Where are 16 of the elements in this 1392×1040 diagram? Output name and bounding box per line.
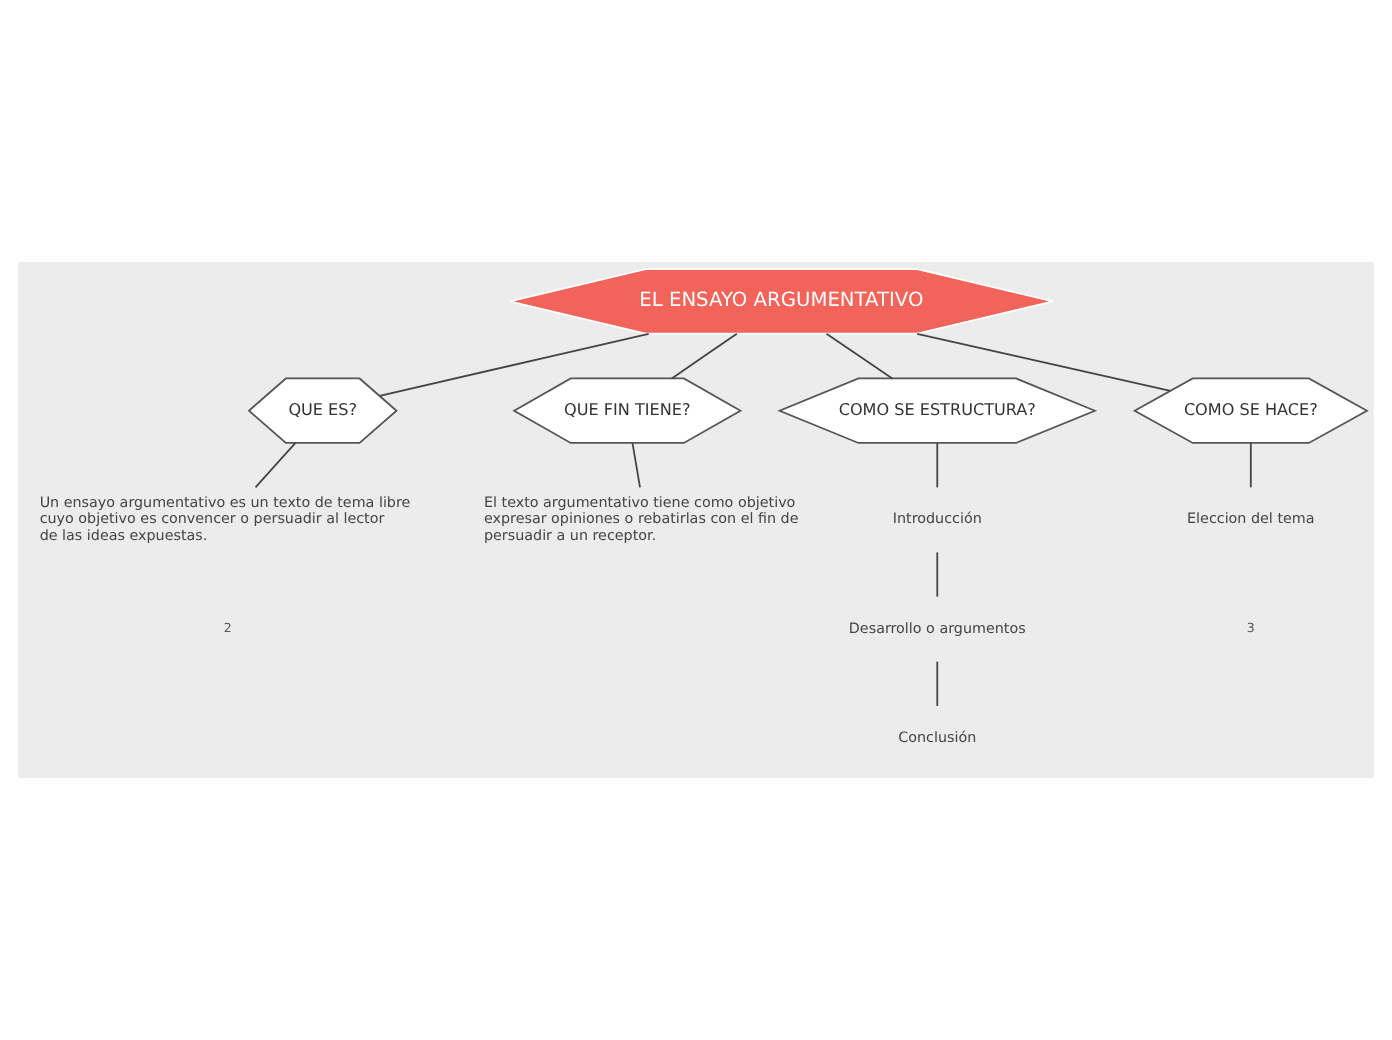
connector: [936, 660, 939, 707]
connector: [1249, 442, 1252, 489]
node-text: Conclusión: [898, 727, 977, 746]
node-text: Un ensayo argumentativo es un texto de tema libre cuyo objetivo es convencer o persuadir al lector de las ideas expuestas.: [39, 493, 411, 544]
connector: [936, 442, 939, 489]
connector: [936, 551, 939, 598]
node-text: Desarrollo o argumentos: [848, 618, 1026, 637]
connector: [631, 442, 641, 489]
connector: [378, 332, 650, 397]
connector: [670, 332, 738, 380]
node-text: Introducción: [892, 509, 982, 528]
node-text: Eleccion del tema: [1187, 509, 1315, 528]
connector: [825, 332, 894, 380]
node-text: El texto argumentativo tiene como objetivo expresar opiniones o rebatirlas con el fin de persuadir a un receptor.: [483, 493, 799, 544]
connector: [916, 332, 1172, 392]
connector: [254, 442, 297, 489]
